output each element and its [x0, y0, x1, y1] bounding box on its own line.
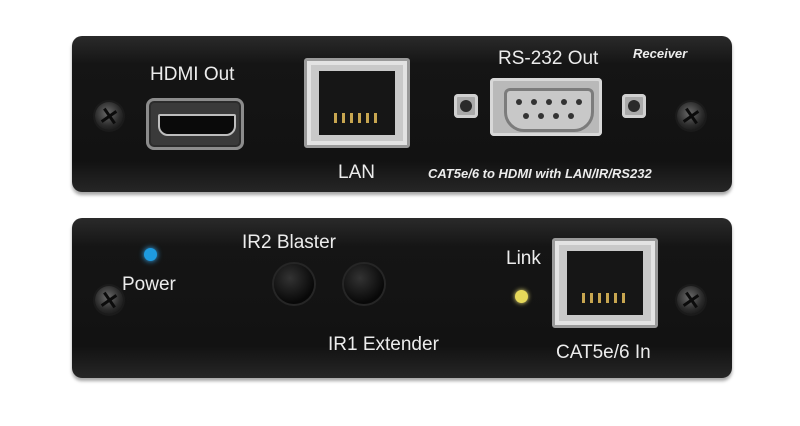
receiver-panel: HDMI Out LAN RS-232 Out Receiver CAT5e/6… — [72, 36, 732, 192]
db9-pin — [538, 113, 544, 119]
input-panel: Power IR2 Blaster IR1 Extender Link CAT5… — [72, 218, 732, 378]
ir1-extender-label: IR1 Extender — [328, 334, 439, 355]
left-screw — [95, 102, 123, 130]
db9-pin — [568, 113, 574, 119]
db9-pin — [516, 99, 522, 105]
cat-in-label: CAT5e/6 In — [556, 342, 651, 363]
cat-in-pins — [582, 293, 628, 304]
cat-in-port[interactable] — [552, 238, 658, 328]
ir1-extender-jack[interactable] — [344, 264, 384, 304]
hdmi-out-port[interactable] — [146, 98, 244, 150]
rs232-out-port[interactable] — [490, 78, 602, 136]
rs232-out-label: RS-232 Out — [498, 48, 599, 69]
rs232-right-standoff — [622, 94, 646, 118]
db9-face — [504, 88, 594, 132]
hdmi-out-label: HDMI Out — [150, 64, 235, 85]
rs232-left-standoff — [454, 94, 478, 118]
power-led — [144, 248, 157, 261]
link-led — [515, 290, 528, 303]
link-label: Link — [506, 248, 541, 269]
db9-pin — [546, 99, 552, 105]
db9-pin — [523, 113, 529, 119]
db9-pin — [553, 113, 559, 119]
lan-pins — [334, 113, 380, 124]
lan-port-opening — [319, 71, 395, 135]
db9-pin — [531, 99, 537, 105]
ir2-blaster-jack[interactable] — [274, 264, 314, 304]
hdmi-slot — [158, 114, 236, 136]
db9-pin — [576, 99, 582, 105]
lan-label: LAN — [338, 162, 375, 183]
right-screw — [677, 286, 705, 314]
receiver-title: Receiver — [633, 46, 688, 61]
power-label: Power — [122, 274, 176, 295]
lan-port[interactable] — [304, 58, 410, 148]
left-screw — [95, 286, 123, 314]
ir2-blaster-label: IR2 Blaster — [242, 232, 336, 253]
product-line-label: CAT5e/6 to HDMI with LAN/IR/RS232 — [428, 166, 652, 181]
db9-pin — [561, 99, 567, 105]
right-screw — [677, 102, 705, 130]
cat-in-opening — [567, 251, 643, 315]
